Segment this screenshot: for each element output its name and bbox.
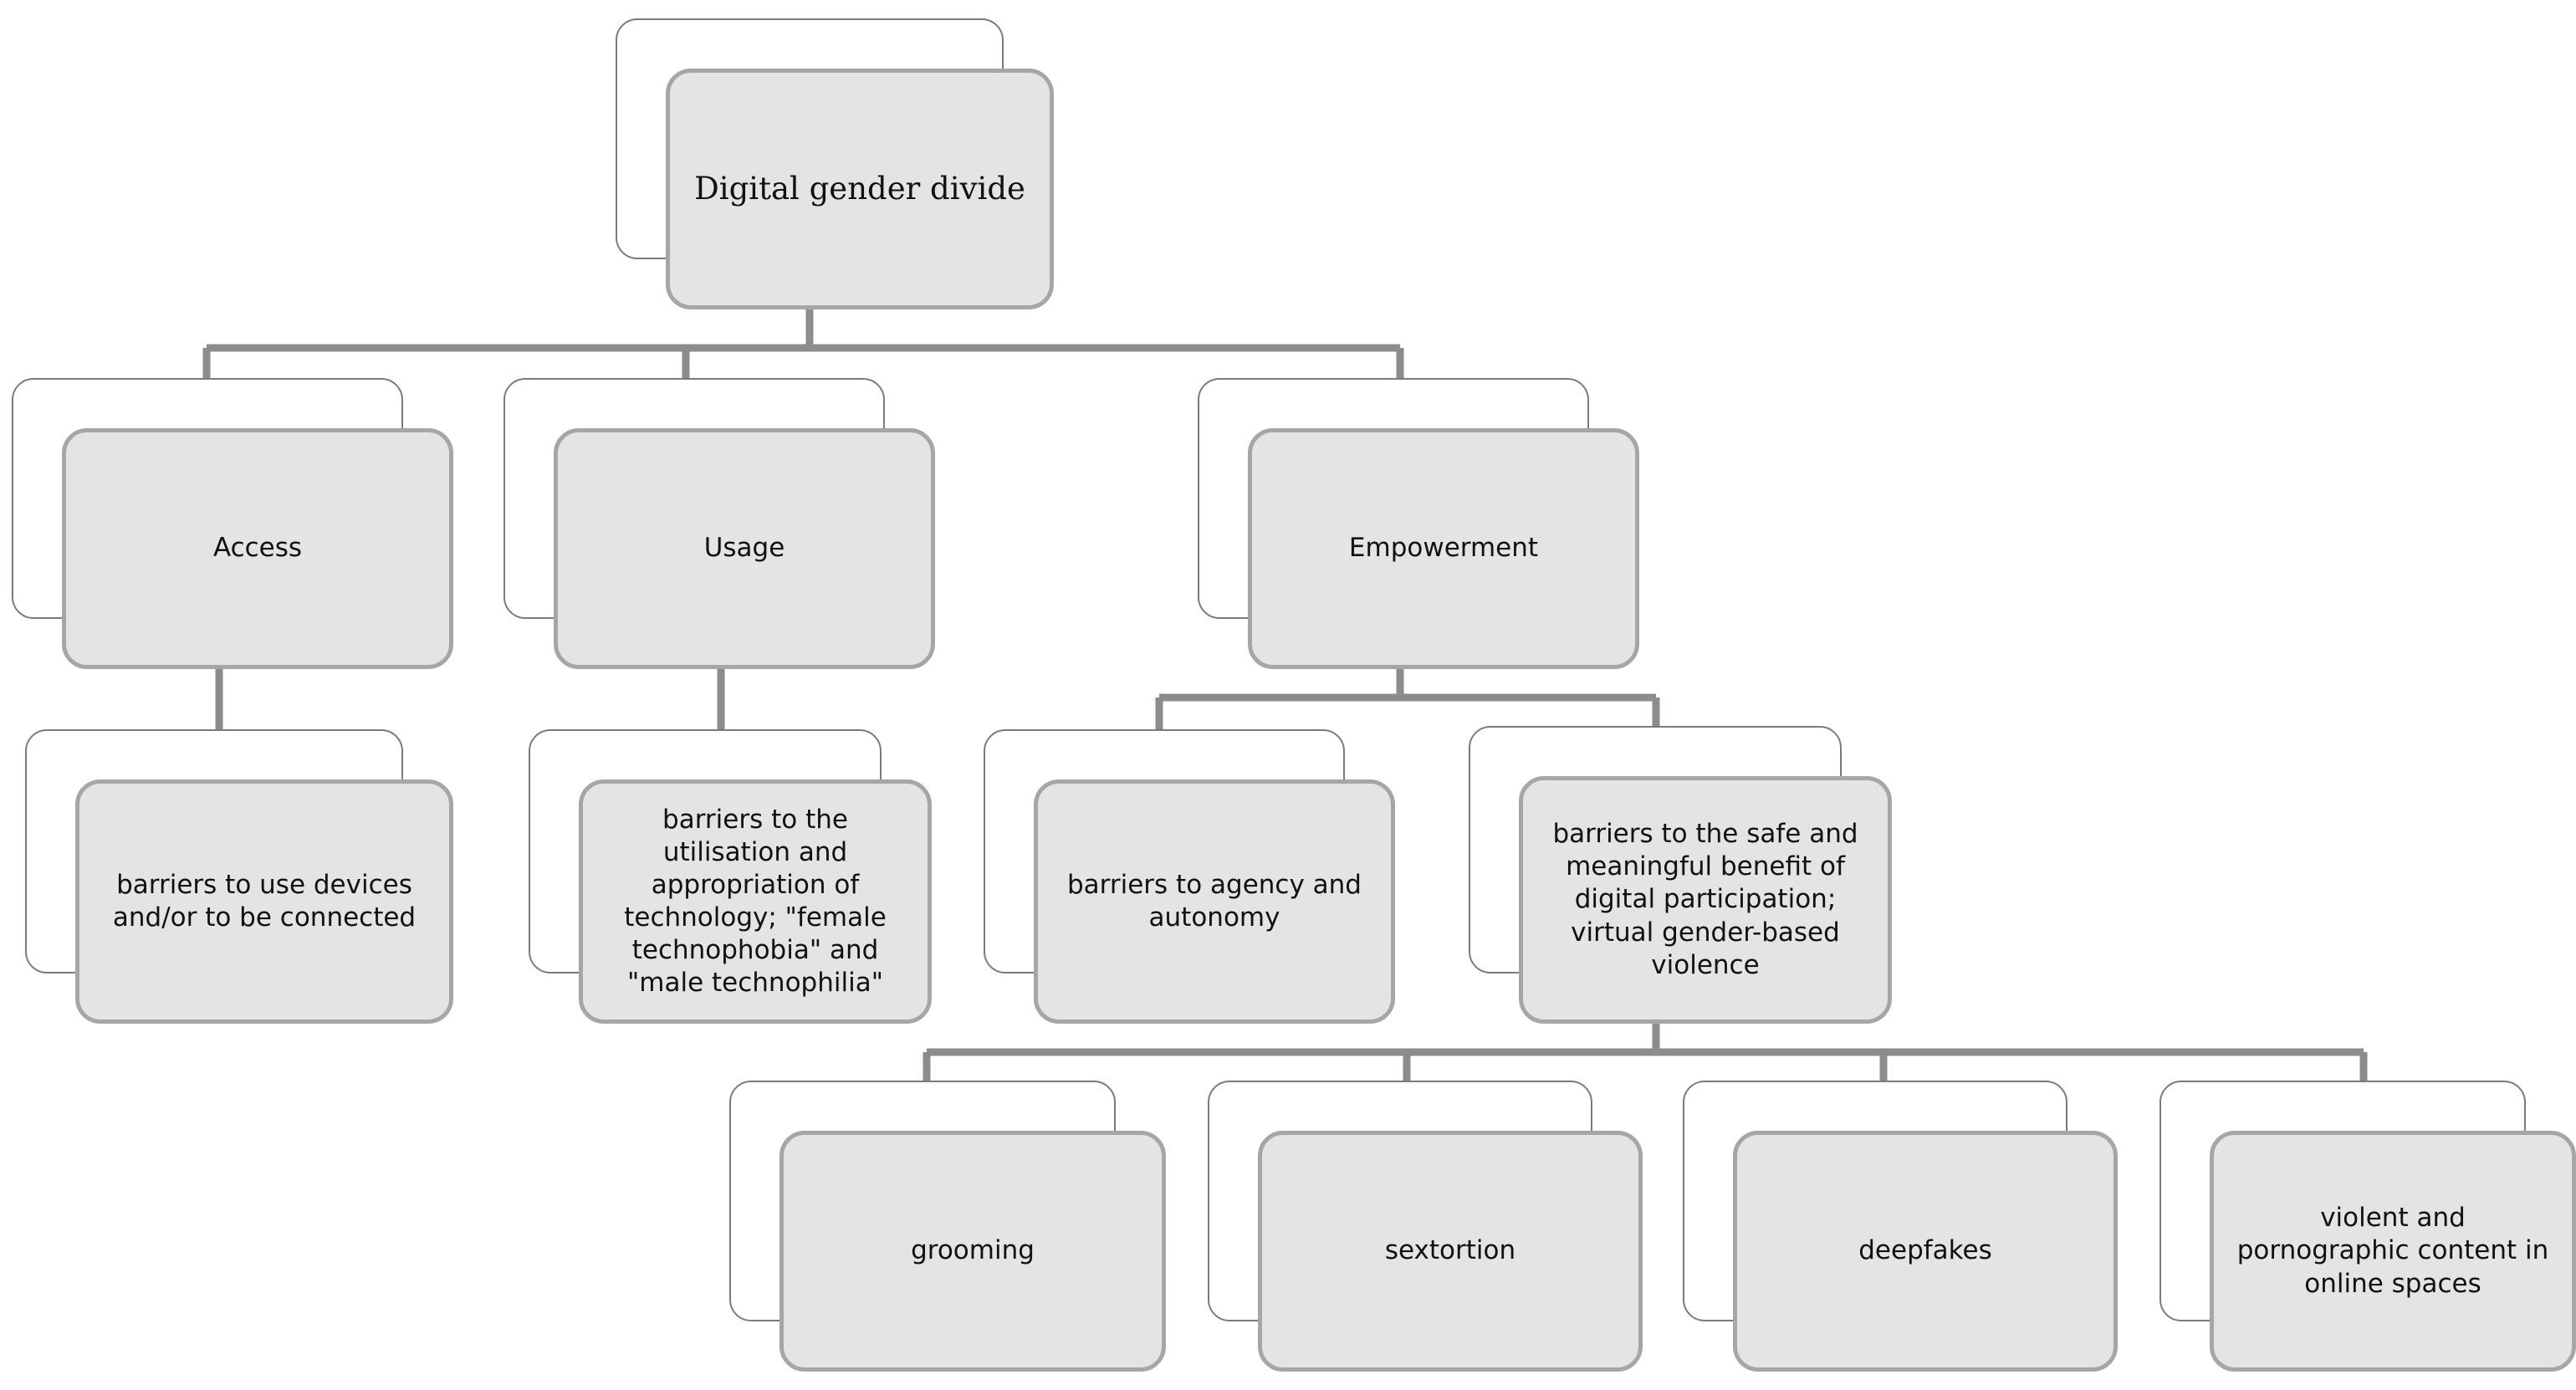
node-label: Usage bbox=[703, 533, 785, 564]
node-label: grooming bbox=[911, 1235, 1035, 1266]
node-label: Digital gender divide bbox=[694, 170, 1025, 207]
node-front-card: deepfakes bbox=[1733, 1131, 2118, 1372]
node-label: sextortion bbox=[1384, 1235, 1516, 1266]
node-violent-content[interactable]: violent and pornographic content in onli… bbox=[2159, 1081, 2576, 1372]
node-front-card: barriers to the utilisation and appropri… bbox=[579, 779, 932, 1024]
node-front-card: grooming bbox=[779, 1131, 1166, 1372]
node-front-card: Access bbox=[62, 428, 453, 669]
node-label: Empowerment bbox=[1348, 533, 1539, 564]
node-agency-child[interactable]: barriers to agency and autonomy bbox=[984, 729, 1395, 1024]
node-access[interactable]: Access bbox=[12, 378, 453, 669]
node-root[interactable]: Digital gender divide bbox=[616, 18, 1054, 309]
node-front-card: barriers to the safe and meaningful bene… bbox=[1519, 776, 1892, 1024]
node-front-card: Empowerment bbox=[1248, 428, 1639, 669]
node-front-card: barriers to agency and autonomy bbox=[1034, 779, 1395, 1024]
node-access-child[interactable]: barriers to use devices and/or to be con… bbox=[25, 729, 453, 1024]
node-label: barriers to agency and autonomy bbox=[1067, 869, 1362, 933]
node-violence-child[interactable]: barriers to the safe and meaningful bene… bbox=[1469, 726, 1892, 1024]
node-empowerment[interactable]: Empowerment bbox=[1198, 378, 1639, 669]
node-sextortion[interactable]: sextortion bbox=[1208, 1081, 1643, 1372]
node-deepfakes[interactable]: deepfakes bbox=[1683, 1081, 2118, 1372]
node-front-card: Digital gender divide bbox=[666, 69, 1054, 309]
node-label: barriers to the utilisation and appropri… bbox=[624, 804, 887, 999]
node-label: Access bbox=[212, 533, 303, 564]
node-usage[interactable]: Usage bbox=[503, 378, 935, 669]
node-front-card: barriers to use devices and/or to be con… bbox=[75, 779, 453, 1024]
node-usage-child[interactable]: barriers to the utilisation and appropri… bbox=[529, 729, 932, 1024]
node-label: barriers to the safe and meaningful bene… bbox=[1552, 819, 1858, 980]
node-label: deepfakes bbox=[1858, 1235, 1992, 1266]
node-label: barriers to use devices and/or to be con… bbox=[112, 869, 417, 933]
node-front-card: Usage bbox=[554, 428, 935, 669]
node-grooming[interactable]: grooming bbox=[729, 1081, 1166, 1372]
node-front-card: sextortion bbox=[1258, 1131, 1643, 1372]
node-label: violent and pornographic content in onli… bbox=[2236, 1203, 2549, 1299]
node-front-card: violent and pornographic content in onli… bbox=[2210, 1131, 2576, 1372]
